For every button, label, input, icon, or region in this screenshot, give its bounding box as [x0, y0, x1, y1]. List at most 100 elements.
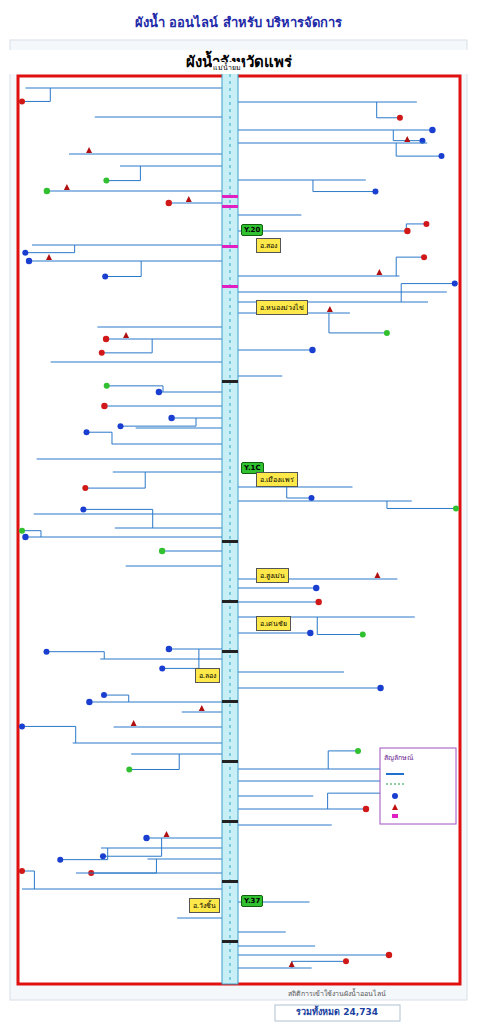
stream-line	[131, 754, 222, 755]
stream-line	[105, 276, 141, 277]
stream-line	[238, 292, 447, 293]
cross-bar	[222, 820, 238, 823]
stream-line	[292, 961, 346, 962]
stream-line	[238, 130, 432, 131]
cross-bar	[222, 285, 238, 288]
yom-river	[222, 72, 238, 984]
gauge-station: Y.37	[241, 895, 263, 907]
legend-heading: สัญลักษณ์	[384, 752, 413, 763]
stream-line	[177, 918, 222, 919]
reservoir-dot	[86, 699, 92, 705]
stream-line	[238, 376, 282, 377]
stream-line	[120, 426, 196, 427]
stream-line	[83, 509, 152, 510]
reservoir-dot	[143, 835, 149, 841]
reservoir-dot	[82, 485, 88, 491]
weirs	[222, 195, 238, 943]
stream-line	[329, 332, 387, 333]
reservoir-dot	[22, 534, 28, 540]
reservoir-dot	[84, 429, 90, 435]
reservoir-dot	[103, 178, 109, 184]
stream-line	[104, 406, 222, 407]
stream-line	[328, 313, 329, 333]
reservoir-dot	[397, 115, 403, 121]
stream-line	[401, 283, 455, 284]
stream-line	[22, 726, 76, 727]
stream-line	[313, 191, 375, 192]
stream-line	[107, 385, 163, 386]
reservoir-dot	[22, 250, 28, 256]
reservoir-dot	[44, 188, 50, 194]
stream-line	[317, 634, 362, 635]
stream-line	[396, 257, 424, 258]
stream-line	[100, 659, 222, 660]
reservoir-dot	[168, 415, 174, 421]
stream-line	[51, 362, 222, 363]
map-frame	[18, 76, 460, 984]
stream-line	[238, 796, 313, 797]
reservoir-dot	[429, 127, 435, 133]
stream-line	[29, 261, 222, 262]
reservoir-dot	[80, 506, 86, 512]
stream-line	[120, 166, 222, 167]
cross-bar	[222, 760, 238, 763]
node-label: อ.สูงเม่น	[260, 570, 285, 581]
stream-line	[159, 392, 222, 393]
weir-symbol	[327, 306, 333, 312]
stream-line	[238, 180, 366, 181]
reservoir-dot	[308, 495, 314, 501]
stream-line	[97, 327, 222, 328]
stream-line	[238, 968, 312, 969]
stream-line	[286, 487, 287, 498]
district-box: อ.หนองม่วงไข่	[256, 300, 308, 315]
reservoir-dot	[101, 403, 107, 409]
reservoir-dot	[19, 528, 25, 534]
weir-symbol	[86, 147, 92, 153]
stream-line	[238, 215, 301, 216]
legend-sample	[392, 814, 398, 818]
stream-line	[141, 261, 142, 277]
stream-line	[34, 871, 35, 889]
stream-line	[377, 117, 400, 118]
stream-line	[287, 498, 312, 499]
stream-line	[102, 352, 152, 353]
stream-line	[238, 276, 399, 277]
stats-heading: สถิติการเข้าใช้งานผังน้ำออนไลน์	[288, 988, 386, 999]
tributaries	[19, 88, 459, 968]
stream-line	[238, 955, 389, 956]
stream-line	[238, 602, 319, 603]
weir-symbol	[404, 136, 410, 142]
stream-line	[238, 946, 315, 947]
stream-line	[103, 856, 162, 857]
stream-line	[169, 203, 222, 204]
stream-line	[238, 633, 310, 634]
stream-line	[376, 102, 377, 118]
stream-line	[113, 472, 222, 473]
stream-line	[25, 88, 222, 89]
weir-symbol	[46, 254, 52, 260]
stream-line	[147, 838, 222, 839]
stream-line	[396, 156, 441, 157]
reservoir-dot	[363, 806, 369, 812]
node-label: อ.ลอง	[199, 670, 216, 681]
weir-symbol	[199, 705, 205, 711]
stream-line	[179, 754, 180, 769]
node-label: อ.เมืองแพร่	[260, 474, 294, 485]
stream-line	[393, 130, 394, 141]
node-label: Y.37	[244, 897, 260, 905]
stream-line	[238, 350, 312, 351]
reservoir-dot	[57, 857, 63, 863]
cross-bar	[222, 880, 238, 883]
reservoir-dot	[126, 766, 132, 772]
stream-line	[37, 459, 222, 460]
stream-line	[156, 859, 157, 873]
stream-line	[89, 702, 222, 703]
stream-line	[22, 101, 50, 102]
district-box: อ.ลอง	[195, 668, 220, 683]
stream-line	[406, 223, 426, 224]
stats-box: สถิติการเข้าใช้งานผังน้ำออนไลน์รวมทั้งหม…	[288, 988, 386, 1019]
stream-line	[238, 825, 332, 826]
stream-line	[396, 257, 397, 276]
reservoir-dot	[360, 632, 366, 638]
reservoir-dot	[404, 228, 410, 234]
